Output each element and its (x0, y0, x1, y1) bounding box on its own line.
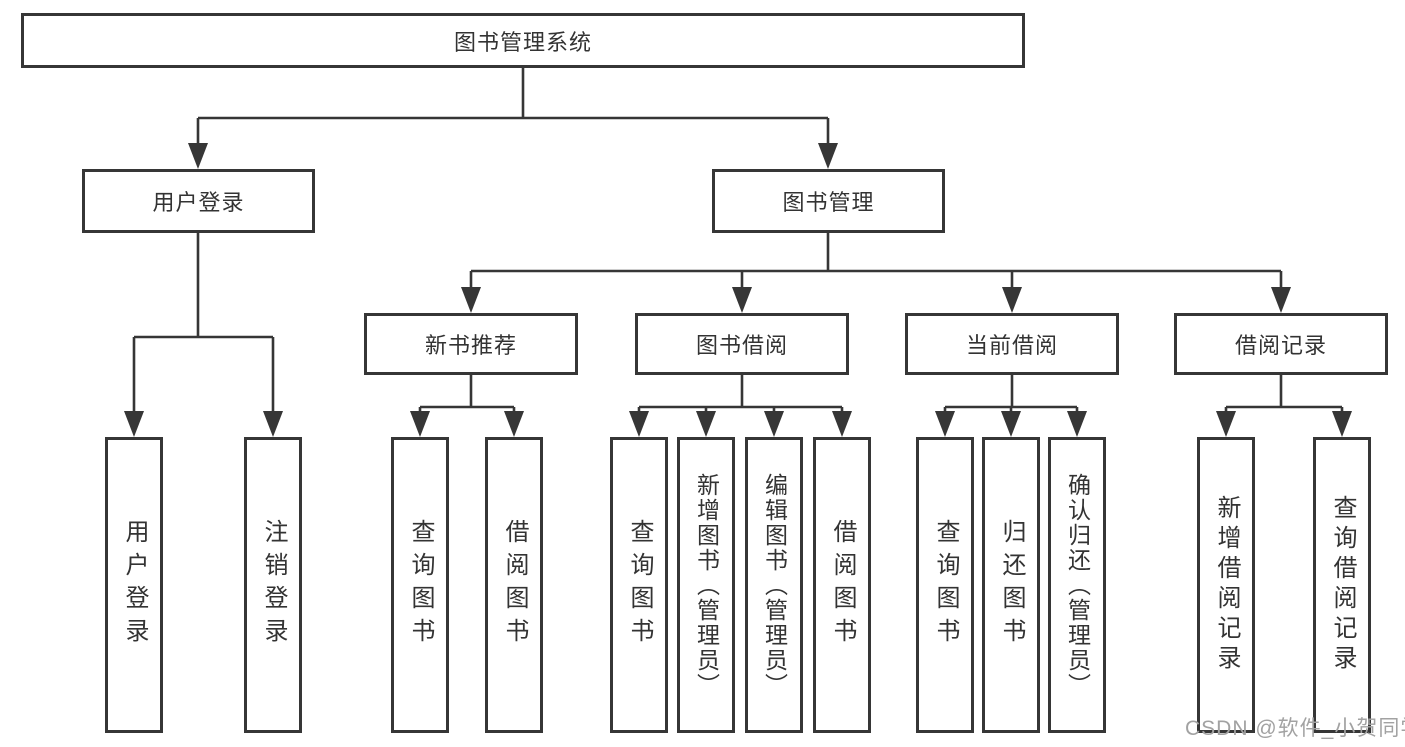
leaf-add-books-admin: 新增图书（管理员） (677, 437, 735, 733)
leaf-add-borrow-record: 新增借阅记录 (1197, 437, 1255, 733)
csdn-watermark: CSDN @软件_小贺同学 (1185, 717, 1405, 740)
node-label: 注销登录 (260, 519, 287, 651)
leaf-query-books-borrow: 查询图书 (610, 437, 668, 733)
node-label: 当前借阅 (965, 333, 1058, 358)
node-label: 借阅图书 (829, 519, 856, 651)
node-label: 新增图书（管理员） (693, 472, 720, 698)
node-book-management: 图书管理 (712, 169, 945, 233)
node-label: 用户登录 (152, 190, 245, 215)
node-label: 图书管理 (782, 190, 875, 215)
node-label: 归还图书 (998, 519, 1025, 651)
leaf-user-login: 用户登录 (105, 437, 163, 733)
leaf-logout: 注销登录 (244, 437, 302, 733)
node-label: 用户登录 (121, 519, 148, 651)
node-label: 借阅记录 (1234, 333, 1327, 358)
node-new-book-recommend: 新书推荐 (364, 313, 578, 375)
leaf-query-borrow-record: 查询借阅记录 (1313, 437, 1371, 733)
node-current-borrow: 当前借阅 (905, 313, 1119, 375)
node-user-login: 用户登录 (82, 169, 315, 233)
leaf-return-books: 归还图书 (982, 437, 1040, 733)
leaf-confirm-return-admin: 确认归还（管理员） (1048, 437, 1106, 733)
node-label: 查询图书 (407, 519, 434, 651)
node-label: 新书推荐 (424, 333, 517, 358)
node-label: 查询借阅记录 (1329, 495, 1356, 675)
node-label: 确认归还（管理员） (1064, 472, 1091, 698)
node-label: 图书管理系统 (453, 29, 592, 55)
node-label: 新增借阅记录 (1213, 495, 1240, 675)
leaf-borrow-books-recommend: 借阅图书 (485, 437, 543, 733)
node-library-management-system: 图书管理系统 (21, 13, 1025, 68)
leaf-query-books-current: 查询图书 (916, 437, 974, 733)
node-label: 查询图书 (932, 519, 959, 651)
node-label: 借阅图书 (501, 519, 528, 651)
node-label: 图书借阅 (695, 333, 788, 358)
arrowhead-group (124, 143, 1352, 437)
node-label: 编辑图书（管理员） (761, 472, 788, 698)
node-book-borrow: 图书借阅 (635, 313, 849, 375)
node-borrow-record: 借阅记录 (1174, 313, 1388, 375)
node-label: 查询图书 (626, 519, 653, 651)
leaf-edit-books-admin: 编辑图书（管理员） (745, 437, 803, 733)
leaf-query-books-recommend: 查询图书 (391, 437, 449, 733)
leaf-borrow-books: 借阅图书 (813, 437, 871, 733)
